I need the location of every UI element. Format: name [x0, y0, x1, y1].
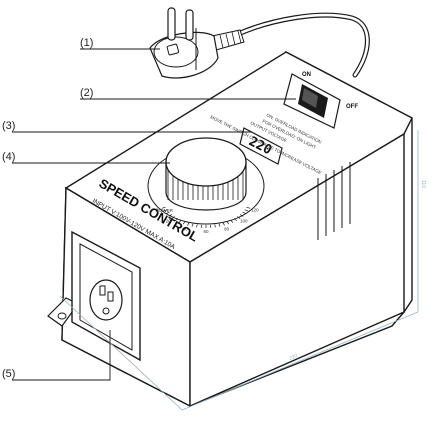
callout-2-label: (2): [80, 87, 93, 99]
dial-tick-mark: [175, 218, 179, 221]
dial-tick-mark: [178, 219, 182, 223]
height-dimension: 110: [420, 180, 426, 188]
switch-on-label: ON: [302, 72, 311, 78]
power-label: POWER: [156, 208, 174, 213]
callout-5-label: (5): [2, 368, 15, 380]
dial-tick-mark: [226, 221, 230, 225]
callout-3-label: (3): [2, 120, 15, 132]
callout-4-label: (4): [2, 151, 15, 163]
dial-tick-label: 60: [203, 229, 209, 234]
dial-tick-mark: [244, 209, 249, 212]
dial-tick-mark: [163, 209, 168, 212]
callout-leaders: [12, 48, 296, 381]
plug: [149, 7, 245, 79]
dimension-lines: 220 110: [59, 130, 426, 411]
dial-tick-mark: [161, 206, 166, 209]
dial-tick-mark: [237, 216, 241, 219]
dial-tick-mark: [246, 206, 251, 209]
length-dimension: 220: [289, 353, 299, 362]
callout-1-label: (1): [80, 37, 93, 49]
power-outlet: [71, 230, 141, 362]
dial-tick-label: 40: [183, 226, 189, 231]
switch-off-label: OFF: [346, 104, 358, 110]
dial-tick-mark: [171, 216, 175, 219]
dial-tick-label: 120: [251, 207, 259, 212]
dial-tick-mark: [168, 214, 173, 217]
dial-tick-mark: [230, 219, 234, 223]
dial-tick-label: 0: [156, 207, 159, 212]
dial-tick-mark: [165, 211, 170, 215]
dial-tick-label: 80: [224, 226, 230, 231]
dial-tick-mark: [242, 211, 247, 215]
dial-tick-label: 100: [240, 219, 248, 224]
dial-tick-mark: [218, 223, 221, 227]
dial-tick-mark: [239, 214, 244, 217]
dial-tick-mark: [191, 223, 194, 227]
speed-dial: 0 20 40 60 80 100 120 POWER: [147, 137, 265, 234]
dial-tick-mark: [196, 224, 198, 228]
dial-scale: 0 20 40 60 80 100 120: [156, 206, 259, 234]
dial-tick-mark: [187, 222, 190, 226]
dial-tick-mark: [233, 218, 237, 221]
dial-tick-mark: [214, 224, 216, 228]
dial-tick-mark: [182, 221, 186, 225]
dial-tick-mark: [222, 222, 225, 226]
dial-tick-label: 20: [166, 219, 172, 224]
